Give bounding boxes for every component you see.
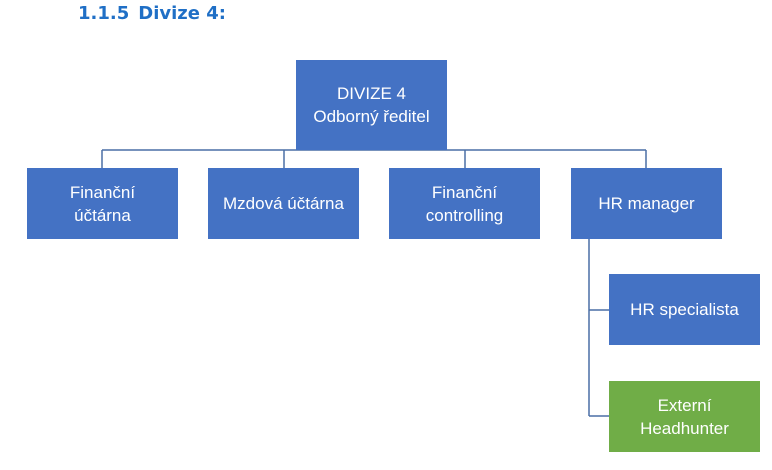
section-title: Divize 4: [138,3,226,24]
node-financial-controlling: Finanční controlling [389,168,540,239]
node-label: účtárna [74,205,131,225]
node-hr-manager: HR manager [571,168,722,239]
node-label: Headhunter [640,418,729,438]
node-label: Finanční [431,182,498,202]
node-label: HR manager [598,194,695,213]
node-label: HR specialista [630,300,739,319]
node-payroll-accounting: Mzdová účtárna [208,168,359,239]
node-hr-specialist: HR specialista [609,274,760,345]
node-financial-accounting: Finanční účtárna [27,168,178,239]
node-division-4: DIVIZE 4 Odborný ředitel [296,60,447,150]
section-number: 1.1.5 [78,3,130,24]
node-external-headhunter: Externí Headhunter [609,381,760,452]
node-label: DIVIZE 4 [337,84,406,103]
node-label: Finanční [69,182,136,202]
node-label: Externí [657,395,712,415]
node-label: controlling [425,205,504,225]
node-label: Odborný ředitel [313,107,430,126]
section-heading: 1.1.5 Divize 4: [78,3,226,24]
node-label: Mzdová účtárna [223,194,344,213]
